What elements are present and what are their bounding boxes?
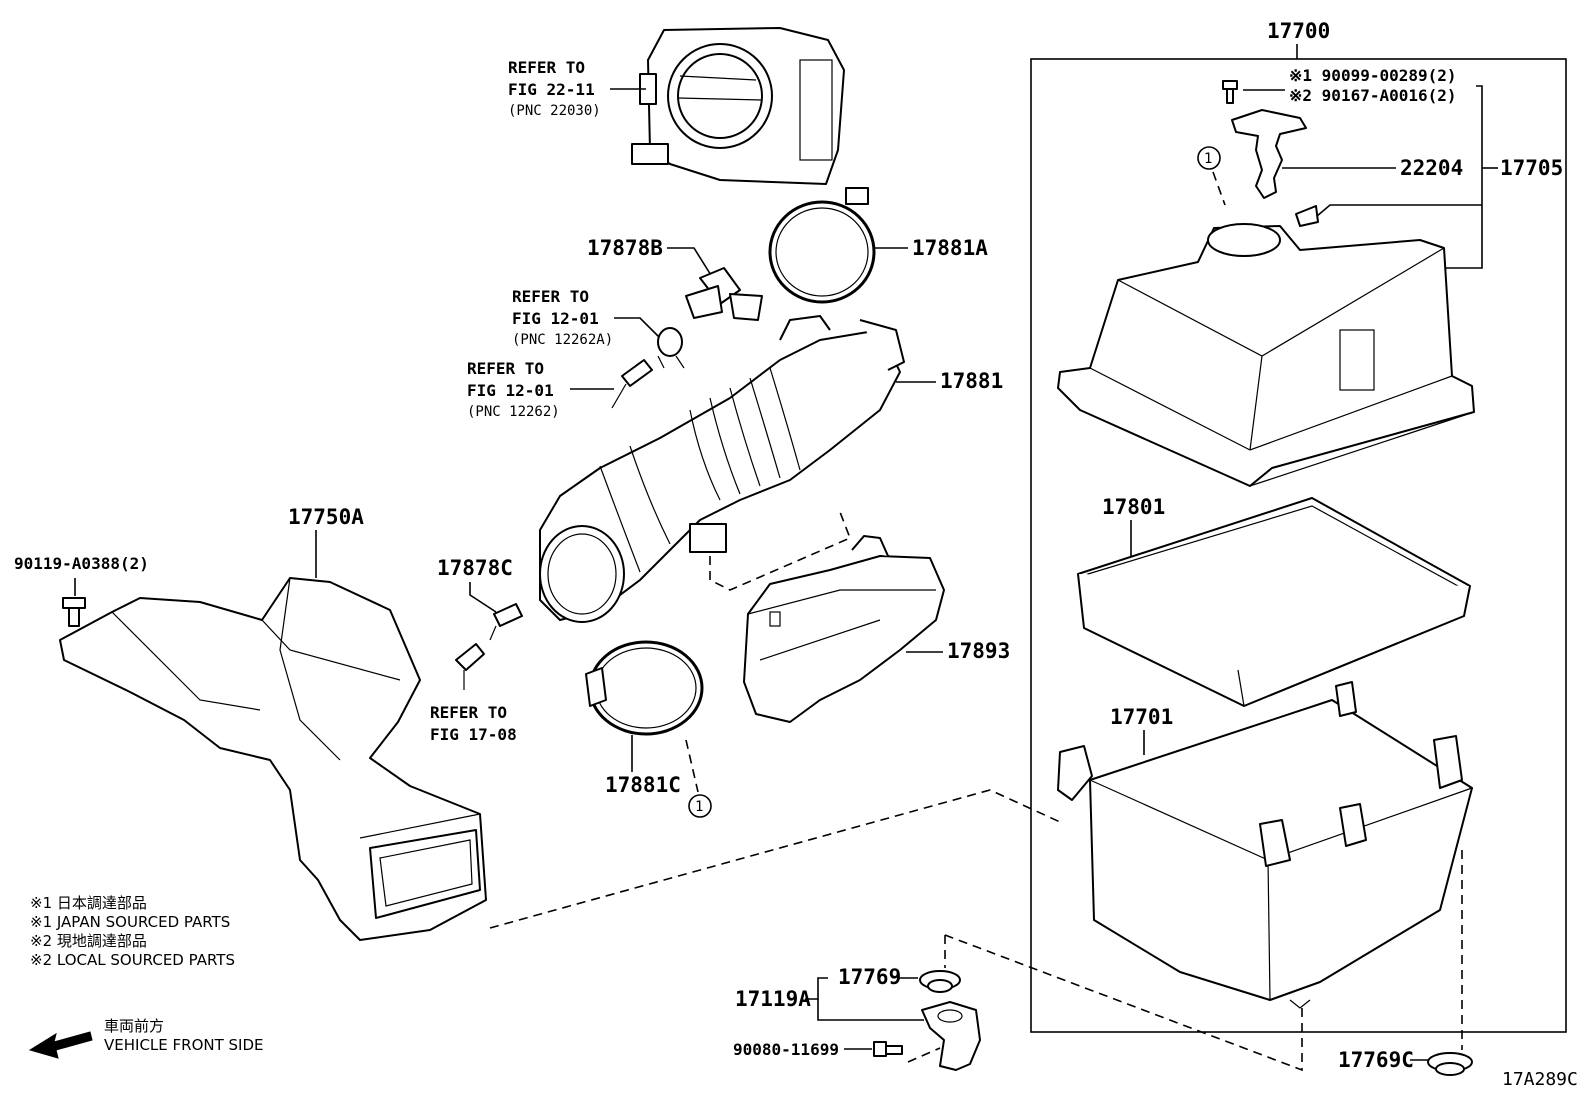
label-17881C: 17881C bbox=[605, 773, 681, 797]
resonator-17893 bbox=[743, 535, 945, 723]
valve-refer-line3: (PNC 12262A) bbox=[512, 332, 613, 348]
valve-refer-line1: REFER TO bbox=[512, 287, 589, 306]
note-1-part: ※1 90099-00289(2) bbox=[1289, 66, 1457, 85]
bolt-icon bbox=[62, 597, 86, 627]
label-17705: 17705 bbox=[1500, 156, 1563, 180]
note-2-part: ※2 90167-A0016(2) bbox=[1289, 86, 1457, 105]
valve-part bbox=[657, 327, 685, 369]
air-filter-element-17801 bbox=[1077, 497, 1471, 707]
label-17769C: 17769C bbox=[1338, 1048, 1414, 1072]
intake-hose-17881 bbox=[539, 315, 905, 623]
pipe-refer-line1: REFER TO bbox=[430, 703, 507, 722]
hose-refer-line2: FIG 12-01 bbox=[467, 381, 554, 400]
label-bolt-17119A: 90080-11699 bbox=[733, 1040, 839, 1059]
legend-line-2: ※1 JAPAN SOURCED PARTS bbox=[30, 913, 230, 931]
direction-jp: 車両前方 bbox=[104, 1017, 164, 1035]
label-22204: 22204 bbox=[1400, 156, 1463, 180]
screw-icon bbox=[1222, 80, 1238, 104]
throttle-refer-line2: FIG 22-11 bbox=[508, 80, 595, 99]
label-17750A: 17750A bbox=[288, 505, 364, 529]
valve-refer-line2: FIG 12-01 bbox=[512, 309, 599, 328]
bolt-small-icon bbox=[873, 1041, 903, 1057]
circle-ref-upper: 1 bbox=[1204, 151, 1212, 167]
pipe-end bbox=[455, 643, 485, 690]
small-hose bbox=[611, 359, 653, 409]
hose-refer-line3: (PNC 12262) bbox=[467, 404, 560, 420]
throttle-refer-line1: REFER TO bbox=[508, 58, 585, 77]
pipe-refer-line2: FIG 17-08 bbox=[430, 725, 517, 744]
hose-clamp-17881C bbox=[585, 640, 704, 736]
throttle-body bbox=[631, 27, 845, 185]
direction-en: VEHICLE FRONT SIDE bbox=[104, 1036, 264, 1054]
hose-refer-line1: REFER TO bbox=[467, 359, 544, 378]
connector-17878B bbox=[685, 267, 763, 321]
label-17881A: 17881A bbox=[912, 236, 988, 260]
hose-clamp-17881A bbox=[768, 187, 876, 304]
label-17701: 17701 bbox=[1110, 705, 1173, 729]
label-17878C: 17878C bbox=[437, 556, 513, 580]
assembly-frame-17700 bbox=[1030, 58, 1567, 1033]
legend-line-1: ※1 日本調達部品 bbox=[30, 894, 147, 912]
label-bolt-17750A: 90119-A0388(2) bbox=[14, 554, 149, 573]
grommet-17769C bbox=[1427, 1052, 1473, 1076]
connector-17878C bbox=[489, 603, 523, 641]
legend-line-4: ※2 LOCAL SOURCED PARTS bbox=[30, 951, 235, 969]
label-17119A: 17119A bbox=[735, 987, 811, 1011]
front-arrow-icon bbox=[28, 1031, 93, 1059]
throttle-refer-line3: (PNC 22030) bbox=[508, 103, 601, 119]
label-17801: 17801 bbox=[1102, 495, 1165, 519]
air-cleaner-cap bbox=[1057, 205, 1475, 487]
clip-22204 bbox=[1231, 109, 1307, 199]
label-17700: 17700 bbox=[1267, 19, 1330, 43]
label-17881: 17881 bbox=[940, 369, 1003, 393]
label-17769: 17769 bbox=[838, 965, 901, 989]
circle-ref-lower: 1 bbox=[695, 799, 703, 815]
label-17893: 17893 bbox=[947, 639, 1010, 663]
legend-line-3: ※2 現地調達部品 bbox=[30, 932, 147, 950]
air-cleaner-case-17701 bbox=[1057, 681, 1473, 1009]
label-17878B: 17878B bbox=[587, 236, 663, 260]
bracket-17119A bbox=[921, 1001, 981, 1071]
air-duct-17750A bbox=[59, 577, 487, 941]
grommet-17769 bbox=[919, 970, 961, 993]
figure-code: 17A289C bbox=[1502, 1069, 1578, 1090]
